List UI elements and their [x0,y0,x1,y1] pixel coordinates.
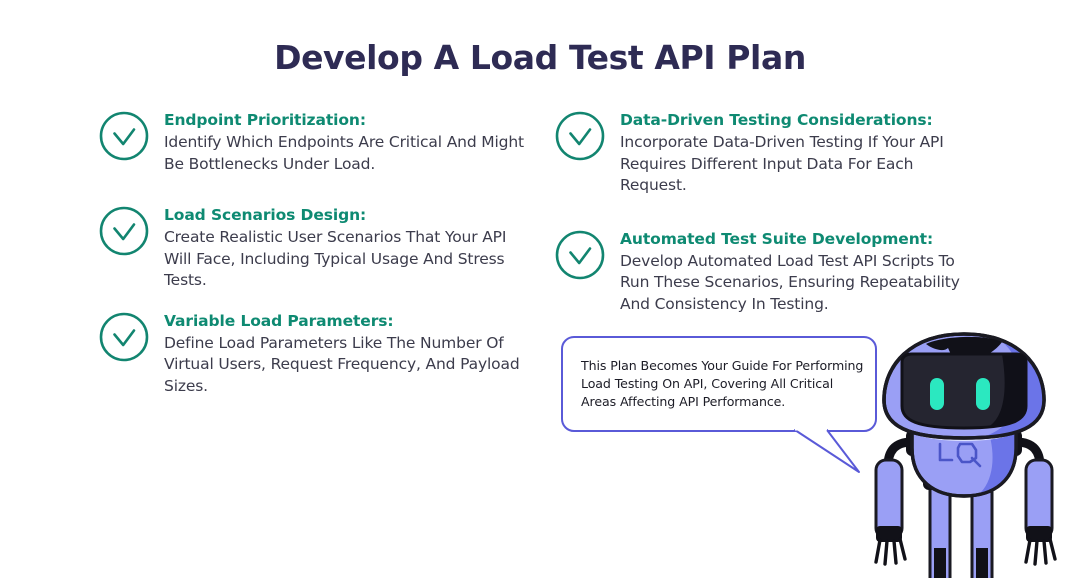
check-circle-icon [554,110,606,162]
list-item: Variable Load Parameters: Define Load Pa… [98,309,538,398]
list-item-text: Define Load Parameters Like The Number O… [164,333,520,395]
list-item-body: Data-Driven Testing Considerations: Inco… [620,108,984,197]
list-item-body: Endpoint Prioritization: Identify Which … [164,108,538,175]
list-item-text: Create Realistic User Scenarios That You… [164,228,507,289]
check-circle-icon [98,205,150,257]
speech-bubble-box [561,336,877,432]
list-item: Data-Driven Testing Considerations: Inco… [554,108,984,197]
left-column: Endpoint Prioritization: Identify Which … [98,108,538,397]
check-circle-icon [98,311,150,363]
list-item-heading: Load Scenarios Design: [164,206,367,224]
list-item-heading: Variable Load Parameters: [164,311,394,330]
list-item-text: Incorporate Data-Driven Testing If Your … [620,133,944,194]
spacer [98,292,538,309]
list-item-heading: Data-Driven Testing Considerations: [620,111,933,129]
robot-torso [910,428,1018,498]
speech-bubble-tail [794,427,860,473]
page-title: Develop A Load Test API Plan [274,38,806,77]
check-circle-icon [554,229,606,281]
list-item-body: Automated Test Suite Development: Develo… [620,227,984,316]
list-item-body: Variable Load Parameters: Define Load Pa… [164,309,538,398]
speech-bubble-text: This Plan Becomes Your Guide For Perform… [581,358,864,409]
list-item-text: Identify Which Endpoints Are Critical An… [164,133,524,173]
list-item-body: Load Scenarios Design: Create Realistic … [164,203,538,292]
spacer [554,197,984,227]
spacer [98,175,538,203]
robot-eye-left [930,378,944,410]
speech-bubble: This Plan Becomes Your Guide For Perform… [561,336,881,473]
list-item-text: Develop Automated Load Test API Scripts … [620,251,960,313]
list-item: Endpoint Prioritization: Identify Which … [98,108,538,175]
robot-eye-right [976,378,990,410]
robot-chest-logo [938,442,982,468]
robot-mascot [868,330,1080,578]
list-item: Load Scenarios Design: Create Realistic … [98,203,538,292]
list-item-heading: Endpoint Prioritization: [164,111,366,129]
list-item: Automated Test Suite Development: Develo… [554,227,984,316]
list-item-heading: Automated Test Suite Development: [620,229,934,248]
robot-head [882,332,1046,440]
check-circle-icon [98,110,150,162]
right-column: Data-Driven Testing Considerations: Inco… [554,108,984,315]
